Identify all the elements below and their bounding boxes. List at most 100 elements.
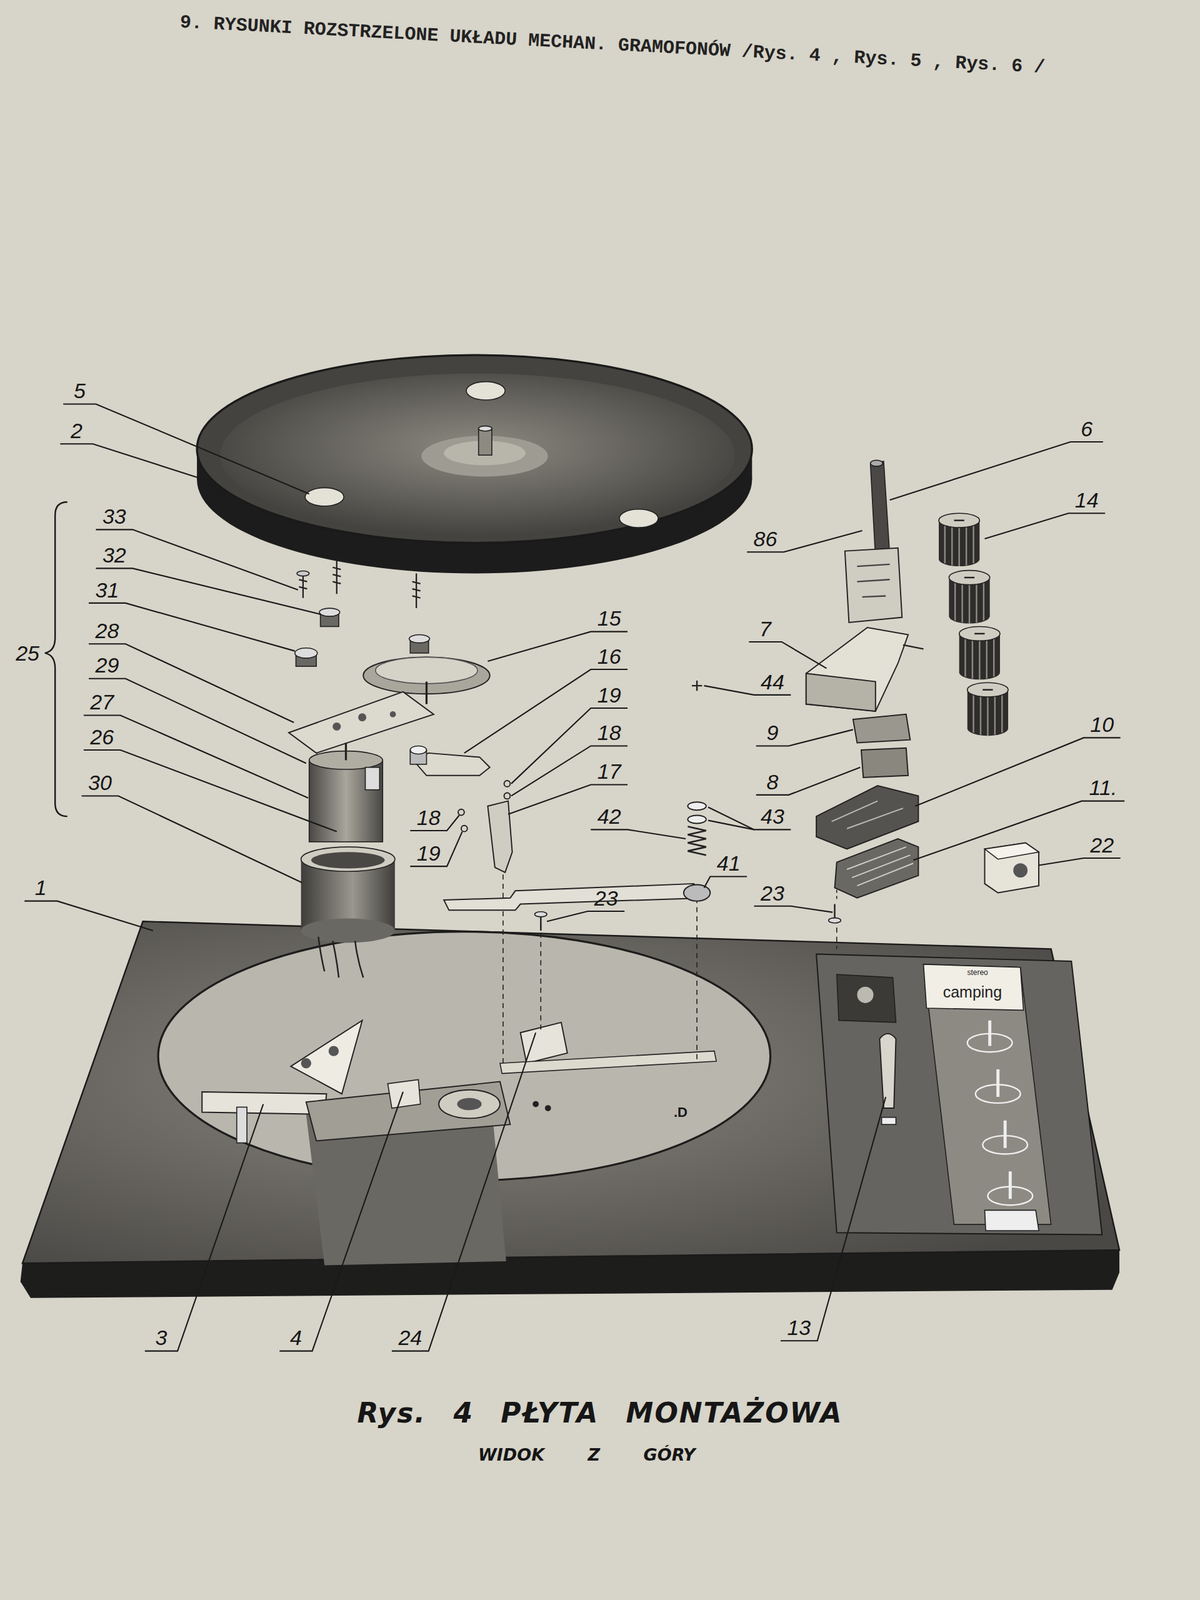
callout-number: 2 — [70, 420, 83, 442]
platter — [220, 373, 735, 537]
leader-lines — [704, 876, 748, 888]
motor-assembly — [358, 713, 367, 722]
motor-assembly — [309, 760, 384, 842]
callout-number: 1 — [35, 876, 47, 899]
callout-number: 22 — [1090, 834, 1114, 856]
mounting-plate — [503, 846, 837, 1064]
lever-parts — [828, 918, 842, 924]
callout-number: 24 — [398, 1326, 422, 1349]
point-marker: .D — [673, 1105, 688, 1120]
callout-number: 26 — [90, 726, 114, 748]
mounting-plate — [532, 1101, 539, 1108]
tonearm-parts — [831, 801, 904, 829]
leader-lines — [95, 529, 298, 590]
tonearm-parts — [1013, 863, 1028, 878]
callout-number: 6 — [1080, 418, 1093, 440]
tonearm-parts — [948, 570, 990, 624]
leader-lines — [754, 906, 834, 913]
leader-lines — [83, 715, 309, 798]
callout-number: 42 — [597, 805, 622, 827]
lever-parts — [461, 825, 468, 832]
callout-number: 11. — [1089, 776, 1118, 799]
callout-number: 27 — [90, 691, 114, 713]
leader-lines — [708, 820, 754, 830]
leader-lines — [63, 404, 309, 495]
platter — [196, 355, 752, 543]
callout-number: 32 — [102, 544, 127, 566]
motor-assembly — [301, 846, 395, 872]
mounting-plate — [545, 1105, 552, 1112]
leader-lines — [81, 795, 303, 883]
tonearm-parts — [836, 890, 838, 903]
callout-number: 23 — [594, 887, 619, 909]
tonearm-parts — [853, 714, 910, 744]
lever-parts — [687, 815, 706, 824]
mounting-plate — [879, 1033, 896, 1109]
leader-lines — [756, 767, 861, 795]
callout-number: 13 — [786, 1316, 811, 1339]
motor-assembly — [295, 648, 318, 659]
leader-lines — [410, 831, 462, 867]
mounting-plate — [328, 1045, 339, 1056]
callout-number: 3 — [155, 1326, 167, 1349]
motor-assembly — [345, 743, 347, 761]
leader-lines — [780, 1096, 886, 1341]
callout-number: 44 — [760, 671, 785, 693]
platter — [466, 381, 505, 400]
tonearm-parts — [903, 645, 924, 650]
callout-number: 19 — [597, 684, 622, 706]
tonearm-parts — [806, 673, 876, 712]
leader-lines — [546, 911, 625, 922]
callout-number: 41 — [716, 852, 741, 874]
tonearm-parts — [985, 843, 1040, 860]
motor-assembly — [409, 635, 430, 644]
tonearm-parts — [870, 460, 884, 467]
callout-number: 23 — [760, 882, 785, 904]
leader-lines — [913, 801, 1125, 861]
tonearm-parts — [816, 785, 919, 849]
callout-number: 25 — [15, 642, 40, 664]
motor-assembly — [425, 681, 428, 705]
platter — [478, 426, 492, 432]
mounting-plate — [923, 964, 1052, 1225]
leader-lines — [590, 829, 686, 839]
mounting-plate — [301, 1058, 312, 1069]
platter — [619, 509, 659, 528]
leader-lines — [95, 568, 320, 614]
tonearm-parts — [870, 461, 890, 559]
motor-assembly — [301, 918, 395, 943]
motor-assembly — [390, 711, 397, 718]
tonearm-parts — [861, 748, 909, 778]
motor-assembly — [288, 691, 434, 754]
motor-assembly — [365, 767, 380, 790]
lever-parts — [687, 826, 706, 855]
mounting-plate — [500, 1051, 717, 1074]
callout-number: 28 — [95, 620, 120, 642]
leader-lines — [391, 1032, 536, 1351]
mounting-plate — [456, 1098, 482, 1111]
callout-number: 86 — [753, 528, 778, 550]
lever-parts — [683, 885, 710, 902]
mounting-plate — [985, 1210, 1040, 1231]
callout-number: 7 — [759, 618, 772, 640]
lever-parts — [443, 883, 704, 910]
callout-number: 10 — [1090, 713, 1114, 735]
motor-assembly — [319, 608, 340, 617]
lever-parts — [504, 793, 511, 800]
leader-lines — [145, 1104, 264, 1352]
group-bracket — [45, 501, 68, 817]
callout-number: 9 — [766, 721, 779, 744]
tonearm-parts — [835, 838, 919, 899]
mounting-plate — [990, 1020, 1011, 1200]
callout-number: 8 — [766, 771, 779, 793]
callout-number: 5 — [73, 380, 86, 402]
tonearm-parts — [806, 627, 909, 712]
platter — [332, 559, 420, 609]
mounting-plate — [967, 1020, 1033, 1206]
leader-lines — [985, 513, 1106, 539]
leader-lines — [1038, 858, 1121, 865]
lever-parts — [535, 911, 548, 917]
callout-number: 29 — [95, 654, 120, 676]
mounting-plate — [22, 921, 1120, 1264]
